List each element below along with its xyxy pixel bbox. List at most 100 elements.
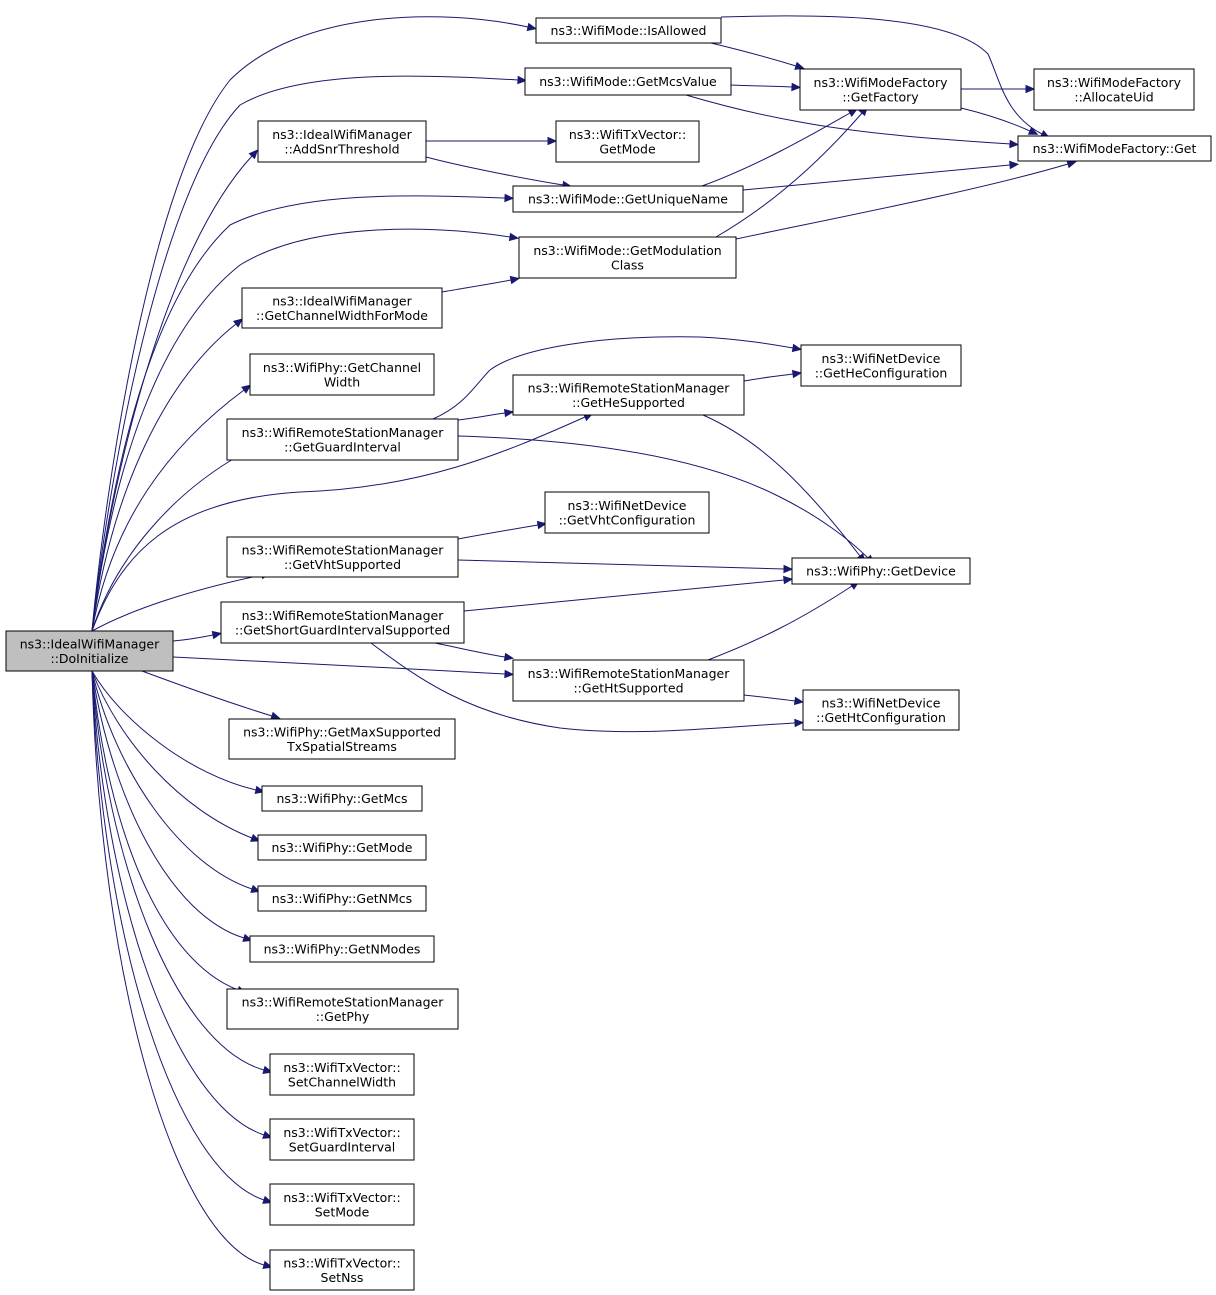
node-label-line: ::GetChannelWidthForMode [256, 308, 428, 323]
node-setgi[interactable]: ns3::WifiTxVector::SetGuardInterval [269, 1118, 415, 1161]
edge-arrowhead [211, 630, 223, 640]
node-box [791, 557, 971, 585]
node-label-line: SetNss [321, 1270, 364, 1285]
node-label-line: ns3::WifiTxVector:: [283, 1125, 400, 1140]
edge-line [91, 323, 237, 632]
edge-arrowhead [791, 82, 802, 92]
node-setmode[interactable]: ns3::WifiTxVector::SetMode [269, 1183, 415, 1226]
edge-line [91, 670, 265, 1071]
node-box [555, 120, 700, 163]
node-label-line: ns3::WifiPhy::GetNModes [264, 942, 421, 957]
node-label-line: ns3::IdealWifiManager [272, 293, 412, 308]
node-vhtconf[interactable]: ns3::WifiNetDevice::GetVhtConfiguration [544, 491, 710, 534]
edge-root-to-phy_getcw [91, 384, 252, 632]
edge-getuniquename-to-factory_get [742, 160, 1020, 191]
node-label-line: ns3::WifiTxVector:: [283, 1190, 400, 1205]
node-label-line: ns3::IdealWifiManager [20, 636, 160, 651]
edge-root-to-isallowed [91, 16, 538, 632]
node-getuniquename[interactable]: ns3::WifiMode::GetUniqueName [512, 185, 744, 213]
node-getmcsvalue[interactable]: ns3::WifiMode::GetMcsValue [524, 67, 732, 96]
node-getguard[interactable]: ns3::WifiRemoteStationManager::GetGuardI… [226, 418, 459, 461]
edge-line [743, 694, 796, 702]
node-isallowed[interactable]: ns3::WifiMode::IsAllowed [535, 17, 722, 44]
edge-line [91, 195, 506, 632]
edge-arrowhead [791, 343, 803, 353]
edge-line [91, 670, 265, 1201]
node-label-line: ns3::WifiModeFactory [1047, 75, 1182, 90]
node-label-line: ns3::WifiPhy::GetDevice [806, 564, 956, 579]
node-setnss[interactable]: ns3::WifiTxVector::SetNss [269, 1249, 415, 1291]
edge-hesupported-to-getdevice [702, 414, 866, 564]
edge-htsupported-to-getdevice [707, 580, 860, 661]
node-label-line: ns3::IdealWifiManager [272, 127, 412, 142]
node-label-line: ns3::WifiRemoteStationManager [528, 380, 731, 395]
node-label-line: ::GetVhtSupported [284, 557, 401, 572]
node-box [1017, 135, 1212, 162]
node-label-line: ns3::WifiRemoteStationManager [242, 608, 445, 623]
node-getcwformode[interactable]: ns3::IdealWifiManager::GetChannelWidthFo… [241, 287, 443, 329]
node-box [269, 1183, 415, 1226]
node-label-line: Width [324, 374, 360, 389]
node-box [249, 353, 435, 396]
edge-factory_getfactory-to-allocateuid [961, 84, 1036, 94]
node-heconf[interactable]: ns3::WifiNetDevice::GetHeConfiguration [800, 344, 962, 387]
edge-line [742, 164, 1011, 191]
node-txv-getmode[interactable]: ns3::WifiTxVector::GetMode [555, 120, 700, 163]
node-getnmcs[interactable]: ns3::WifiPhy::GetNMcs [257, 885, 427, 912]
edge-root-to-setmode [91, 670, 273, 1204]
node-label-line: SetChannelWidth [288, 1074, 396, 1089]
edge-line [91, 670, 257, 791]
node-label-line: ns3::WifiMode::GetUniqueName [528, 192, 728, 207]
node-label-line: ns3::WifiMode::GetMcsValue [539, 74, 717, 89]
node-box [524, 67, 732, 96]
edge-root-to-phy_getmode [91, 670, 261, 842]
edge-line [432, 336, 794, 420]
edge-sgisupported-to-getdevice [463, 575, 794, 612]
node-label-line: ns3::WifiTxVector:: [283, 1255, 400, 1270]
node-label-line: ns3::WifiPhy::GetNMcs [272, 891, 412, 906]
edge-arrowhead [503, 408, 515, 418]
node-box [1033, 68, 1195, 111]
edge-arrowhead [242, 933, 253, 942]
node-addsnr[interactable]: ns3::IdealWifiManager::AddSnrThreshold [257, 120, 427, 163]
node-getphy[interactable]: ns3::WifiRemoteStationManager::GetPhy [226, 988, 459, 1030]
node-label-line: ns3::WifiNetDevice [822, 351, 941, 366]
node-getmcs[interactable]: ns3::WifiPhy::GetMcs [261, 785, 423, 812]
node-root[interactable]: ns3::IdealWifiManager::DoInitialize [5, 630, 174, 672]
node-allocateuid[interactable]: ns3::WifiModeFactory::AllocateUid [1033, 68, 1195, 111]
node-setcw[interactable]: ns3::WifiTxVector::SetChannelWidth [269, 1053, 415, 1096]
edge-arrowhead [508, 232, 520, 242]
edge-line [91, 670, 239, 991]
edge-root-to-getcwformode [91, 318, 244, 632]
node-htsupported[interactable]: ns3::WifiRemoteStationManager::GetHtSupp… [512, 659, 745, 702]
node-factory-getfactory[interactable]: ns3::WifiModeFactory::GetFactory [799, 68, 962, 111]
edge-line [743, 373, 794, 382]
edge-line [172, 634, 214, 642]
node-label-line: ::DoInitialize [50, 651, 128, 666]
node-box [518, 236, 737, 279]
node-vhtsupported[interactable]: ns3::WifiRemoteStationManager::GetVhtSup… [226, 536, 459, 578]
node-label-line: ::GetHeSupported [572, 395, 685, 410]
node-label-line: GetMode [599, 141, 656, 156]
node-maxss[interactable]: ns3::WifiPhy::GetMaxSupportedTxSpatialSt… [228, 718, 456, 760]
edge-line [141, 670, 273, 717]
node-box [257, 120, 427, 163]
node-factory-get[interactable]: ns3::WifiModeFactory::Get [1017, 135, 1212, 162]
node-htconf[interactable]: ns3::WifiNetDevice::GetHtConfiguration [802, 689, 960, 731]
edge-addsnr-to-txv_getmode [425, 136, 558, 146]
edge-arrowhead [232, 318, 244, 328]
edge-root-to-setnss [91, 670, 273, 1269]
edge-sgisupported-to-htconf [370, 642, 805, 733]
node-getnmodes[interactable]: ns3::WifiPhy::GetNModes [249, 935, 435, 963]
edge-root-to-getnmcs [91, 670, 261, 893]
edge-line [370, 642, 796, 733]
node-getdevice[interactable]: ns3::WifiPhy::GetDevice [791, 557, 971, 585]
node-phy-getcw[interactable]: ns3::WifiPhy::GetChannelWidth [249, 353, 435, 396]
node-phy-getmode[interactable]: ns3::WifiPhy::GetMode [257, 834, 427, 861]
edge-factory_getfactory-to-factory_get [960, 107, 1039, 135]
node-hesupported[interactable]: ns3::WifiRemoteStationManager::GetHeSupp… [512, 374, 745, 416]
node-label-line: ns3::WifiModeFactory::Get [1033, 141, 1197, 156]
node-sgisupported[interactable]: ns3::WifiRemoteStationManager::GetShortG… [220, 601, 465, 644]
